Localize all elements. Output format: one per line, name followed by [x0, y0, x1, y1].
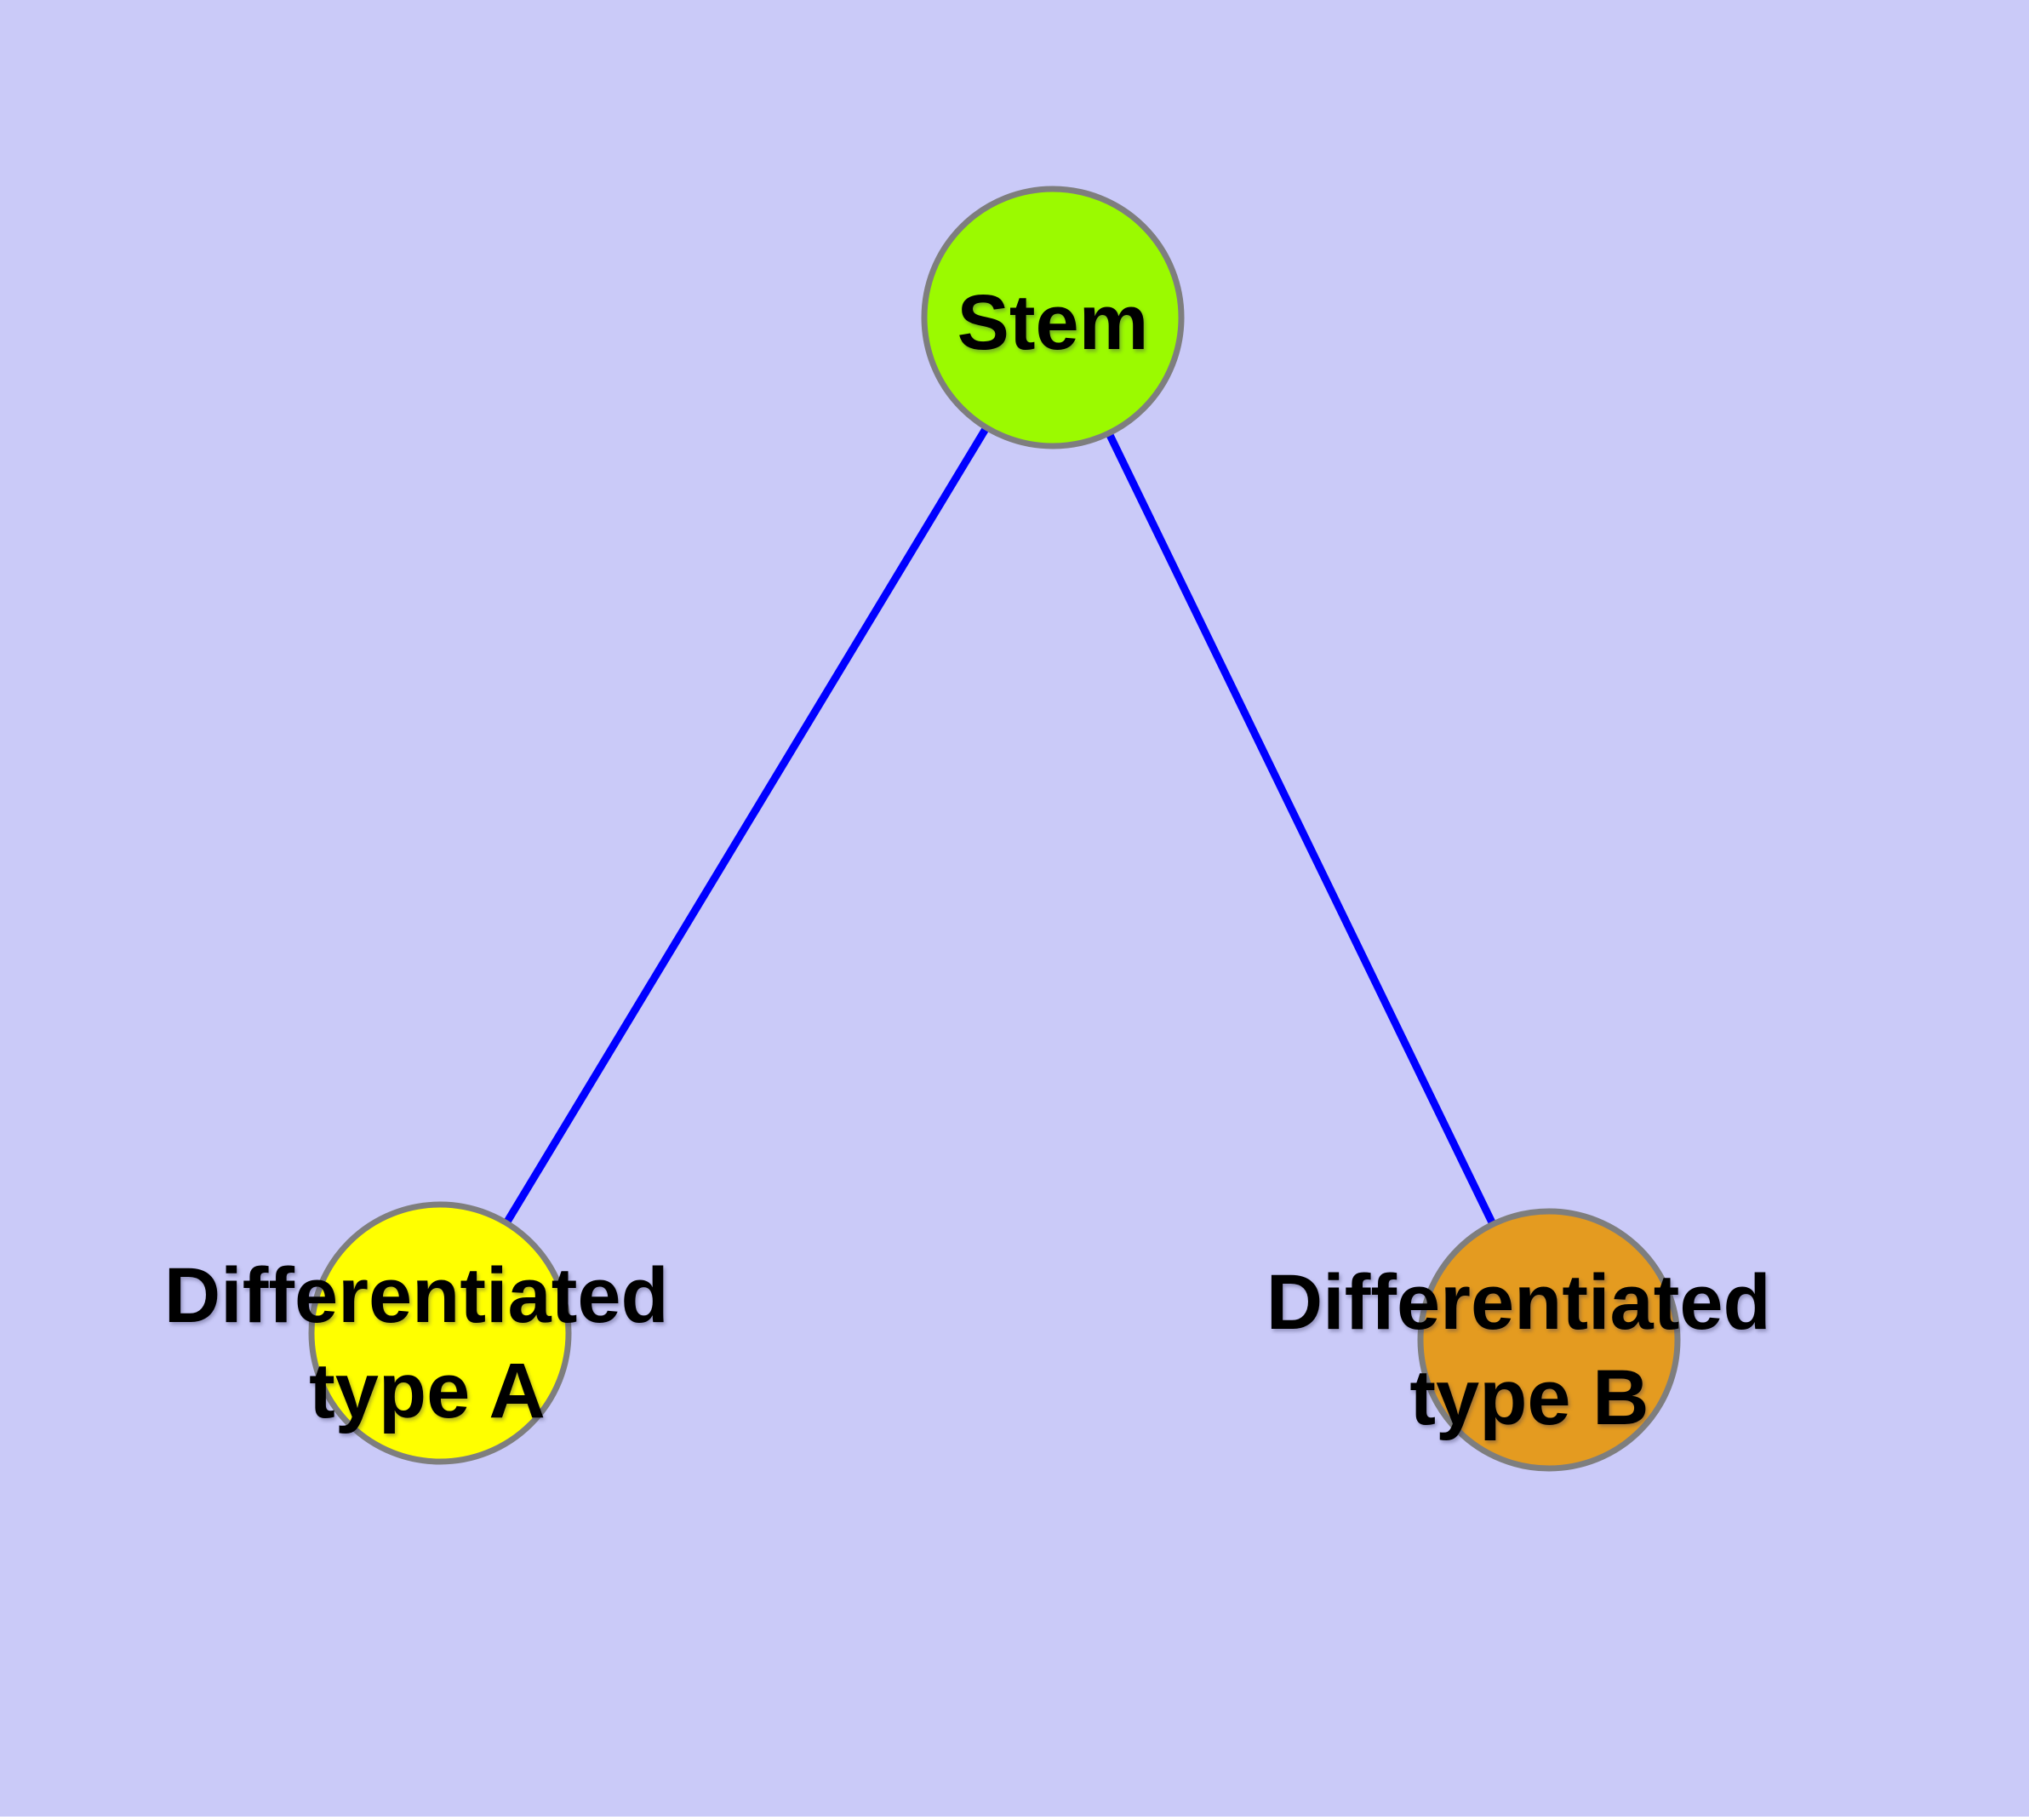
node-labels: Stem Differentiated type A Differentiate…: [164, 279, 1793, 1441]
graph-nodes: [308, 186, 1681, 1472]
node-type-a-label-line2: type A: [309, 1348, 546, 1434]
node-differentiated-type-a: [308, 1201, 572, 1465]
node-stem-label: Stem: [957, 279, 1149, 366]
node-type-b-label-line2: type B: [1409, 1354, 1649, 1441]
edge-stem-to-type-a: [437, 315, 1056, 1336]
edge-stem-to-type-b: [1049, 316, 1553, 1342]
node-type-b-label: Differentiated type B: [1266, 1259, 1793, 1441]
node-type-b-label-line1: Differentiated: [1266, 1259, 1771, 1346]
node-stem: [921, 186, 1185, 449]
node-type-a-label-line1: Differentiated: [164, 1252, 669, 1339]
graph-edges: [437, 315, 1553, 1342]
node-type-a-label: Differentiated type A: [164, 1252, 691, 1434]
node-differentiated-type-b: [1417, 1208, 1681, 1472]
